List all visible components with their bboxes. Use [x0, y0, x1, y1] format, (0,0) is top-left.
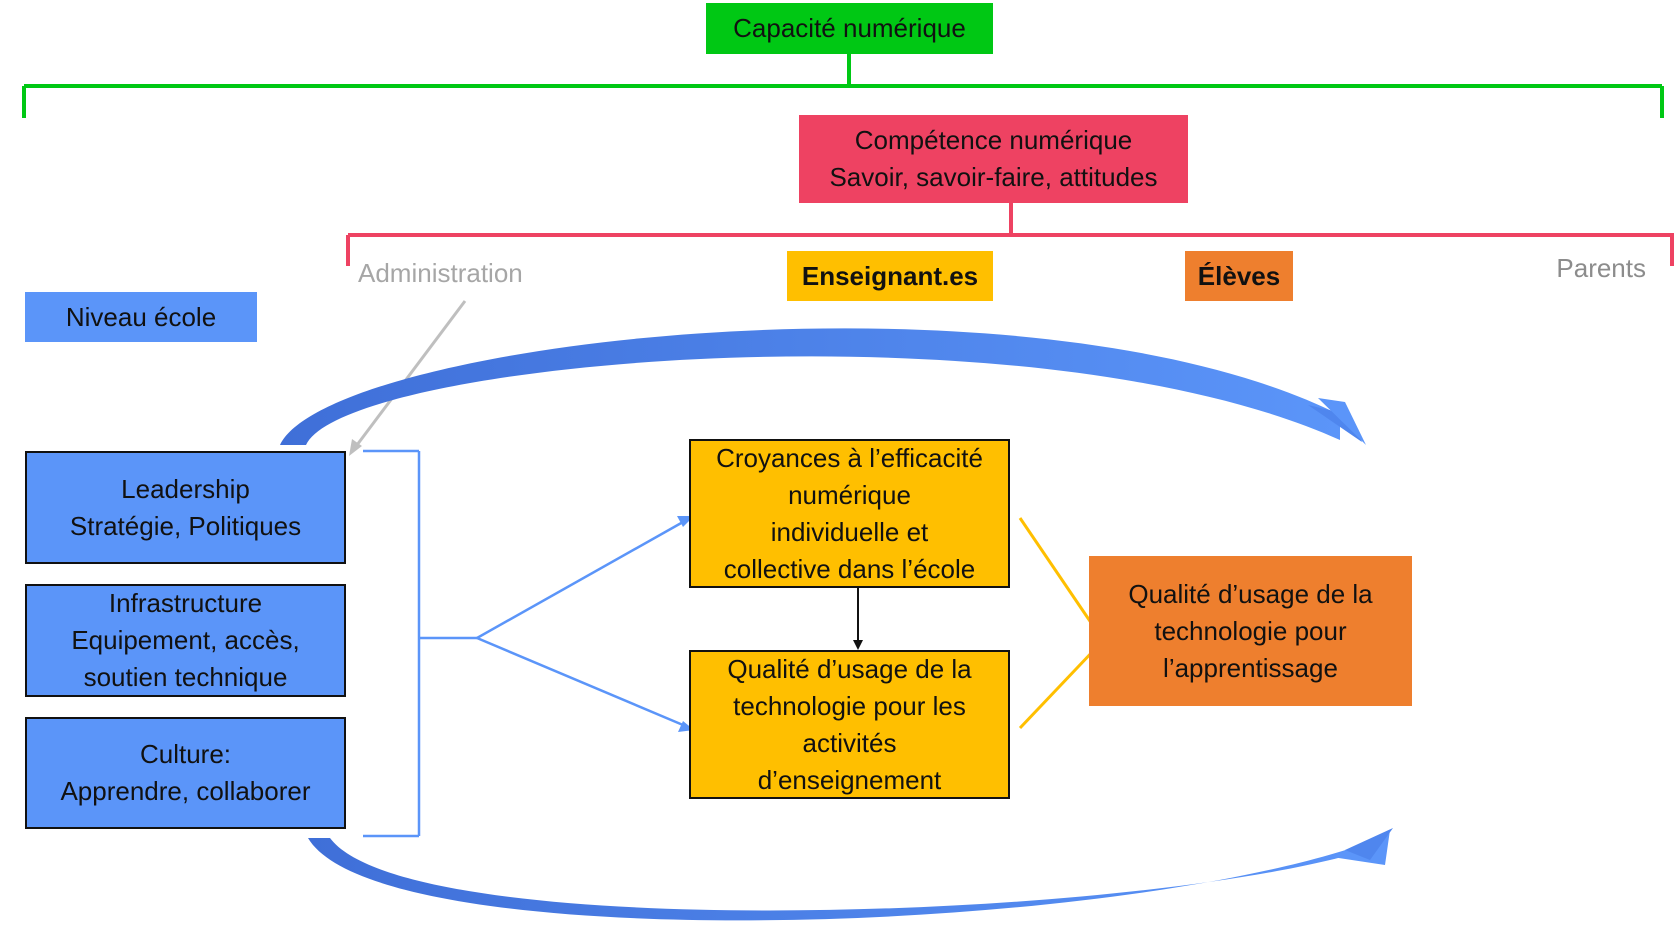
leadership-line-2: Stratégie, Politiques [69, 510, 302, 541]
qualite-enseignement-box: Qualité d’usage de la technologie pour l… [689, 650, 1010, 799]
bottom-curved-arrow [308, 828, 1393, 921]
capacity-bracket [22, 54, 1664, 118]
capacite-numerique-box: Capacité numérique [706, 3, 993, 54]
croyances-line-3: individuelle et [770, 516, 929, 547]
school-bracket [363, 449, 477, 838]
qualite-app-line-2: technologie pour [1154, 615, 1347, 646]
qualite-ens-line-2: technologie pour les [733, 690, 966, 721]
qualite-apprentissage-box: Qualité d’usage de la technologie pour l… [1089, 556, 1412, 706]
infrastructure-line-1: Infrastructure [108, 588, 263, 618]
eleves-text: Élèves [1197, 260, 1281, 291]
niveau-ecole-text: Niveau école [65, 301, 217, 332]
administration-arrow [349, 300, 467, 456]
enseignants-text: Enseignant.es [801, 260, 979, 291]
infrastructure-box: Infrastructure Equipement, accès, soutie… [25, 584, 346, 697]
top-curved-arrow [280, 328, 1366, 445]
leadership-line-1: Leadership [121, 473, 250, 504]
administration-label: Administration [358, 258, 523, 288]
competence-line-2: Savoir, savoir-faire, attitudes [829, 162, 1158, 192]
qualite-ens-line-4: d’enseignement [757, 764, 942, 795]
infrastructure-line-2: Equipement, accès, [71, 625, 300, 655]
culture-line-1: Culture: [139, 739, 232, 769]
croyances-to-qualite-arrow [853, 588, 863, 650]
qualite-ens-line-1: Qualité d’usage de la [727, 653, 972, 684]
qualite-app-line-1: Qualité d’usage de la [1128, 578, 1373, 609]
niveau-ecole-box: Niveau école [25, 292, 257, 342]
eleves-box: Élèves [1185, 251, 1293, 301]
culture-line-2: Apprendre, collaborer [60, 776, 311, 806]
croyances-line-2: numérique [788, 479, 911, 510]
croyances-box: Croyances à l’efficacité numérique indiv… [689, 439, 1010, 588]
competence-numerique-box: Compétence numérique Savoir, savoir-fair… [799, 115, 1188, 203]
culture-box: Culture: Apprendre, collaborer [25, 717, 346, 829]
competence-bracket [346, 203, 1674, 266]
qualite-ens-line-3: activités [802, 727, 897, 758]
qualite-app-line-3: l’apprentissage [1163, 652, 1338, 683]
parents-label: Parents [1556, 253, 1646, 283]
infrastructure-line-3: soutien technique [83, 662, 288, 692]
competence-line-1: Compétence numérique [854, 125, 1133, 155]
croyances-line-1: Croyances à l’efficacité [716, 442, 983, 473]
capacite-numerique-text: Capacité numérique [733, 13, 966, 43]
croyances-line-4: collective dans l’école [723, 553, 976, 584]
leadership-box: Leadership Stratégie, Politiques [25, 451, 346, 564]
school-to-teacher-arrows [476, 516, 694, 732]
enseignants-box: Enseignant.es [787, 251, 993, 301]
